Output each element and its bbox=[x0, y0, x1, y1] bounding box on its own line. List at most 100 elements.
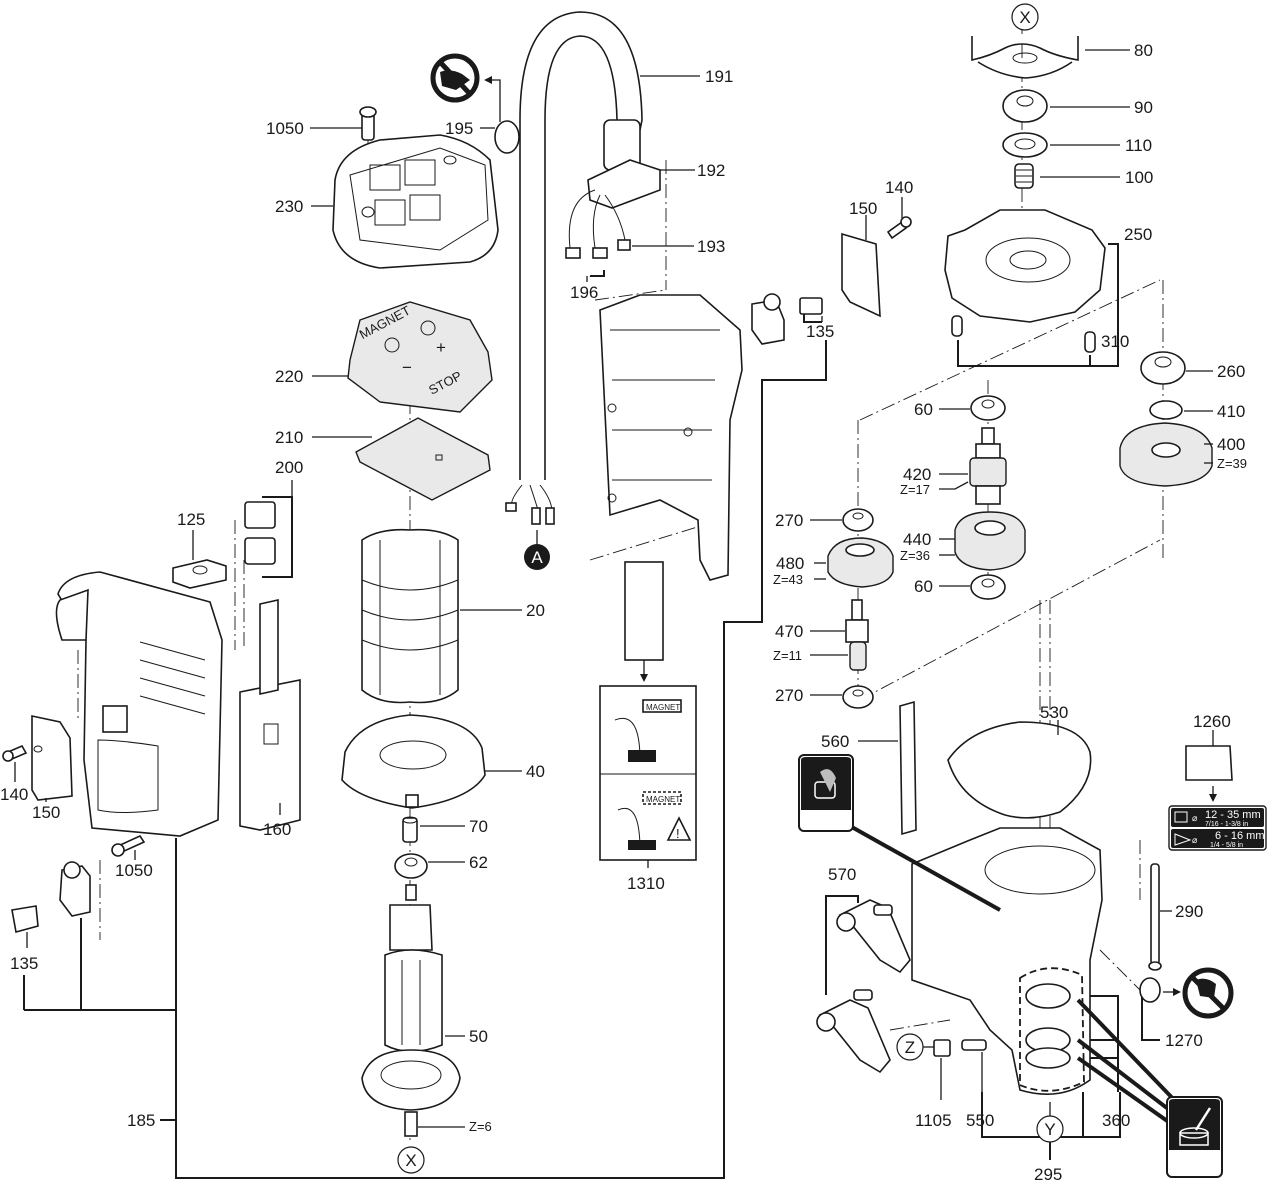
axis bbox=[594, 289, 667, 301]
callout-60-top: 60 bbox=[914, 400, 933, 419]
spec-row2-metric: 6 - 16 mm bbox=[1215, 830, 1265, 842]
spec-row2-imperial: 1/4 - 5/8 in bbox=[1210, 842, 1243, 849]
marker-a: A bbox=[524, 530, 550, 570]
part-470-pinion bbox=[845, 599, 869, 671]
part-70-bushing bbox=[402, 816, 418, 843]
bracket-135-right bbox=[803, 314, 822, 323]
part-150-brush-cap-left bbox=[31, 715, 73, 801]
part-480-gear bbox=[827, 537, 894, 588]
callout-220: 220 bbox=[275, 367, 303, 386]
part-motor-housing-left bbox=[55, 571, 223, 837]
part-230-keypad-cover bbox=[332, 134, 499, 269]
marker-y-text: Y bbox=[1044, 1120, 1055, 1139]
callout-1260: 1260 bbox=[1193, 712, 1231, 731]
grease-pot-icon bbox=[798, 754, 1001, 912]
marker-y: Y bbox=[1036, 1102, 1064, 1143]
callout-196: 196 bbox=[570, 283, 598, 302]
callout-20: 20 bbox=[526, 601, 545, 620]
part-210-circuit-board bbox=[355, 417, 491, 501]
diameter-symbol: ⌀ bbox=[1192, 835, 1198, 845]
callout-191: 191 bbox=[705, 67, 733, 86]
marker-z-text: Z bbox=[905, 1038, 915, 1057]
part-560-guide-rail bbox=[899, 700, 917, 836]
part-440-gear bbox=[954, 511, 1026, 571]
callout-270-bottom: 270 bbox=[775, 686, 803, 705]
part-60-bearing-top bbox=[970, 395, 1006, 421]
drill-capacity-spec-label: ⌀ 12 - 35 mm 7/16 - 1-3/8 in ⌀ 6 - 16 mm… bbox=[1168, 805, 1267, 851]
part-220-keypad: MAGNET + − STOP bbox=[347, 301, 493, 413]
part-135-switch-left bbox=[11, 861, 91, 934]
callout-z6: Z=6 bbox=[469, 1119, 492, 1134]
marker-x-top: X bbox=[1011, 3, 1039, 31]
callout-z43: Z=43 bbox=[773, 572, 803, 587]
callout-192: 192 bbox=[697, 161, 725, 180]
part-handle-housing bbox=[599, 294, 743, 581]
marker-x-bottom: X bbox=[397, 1146, 425, 1174]
part-140-screw-right bbox=[886, 216, 912, 240]
callout-140-right: 140 bbox=[885, 178, 913, 197]
callout-360: 360 bbox=[1102, 1111, 1130, 1130]
part-110-seal bbox=[1002, 132, 1048, 158]
callout-185: 185 bbox=[127, 1111, 155, 1130]
part-20-stator bbox=[361, 528, 459, 704]
callout-195: 195 bbox=[445, 119, 473, 138]
callout-z11: Z=11 bbox=[773, 648, 802, 663]
callout-250: 250 bbox=[1124, 225, 1152, 244]
part-410-circlip bbox=[1149, 400, 1183, 420]
part-135-switch-right bbox=[751, 293, 823, 345]
callout-410: 410 bbox=[1217, 402, 1245, 421]
callout-270-top: 270 bbox=[775, 511, 803, 530]
callout-150-right: 150 bbox=[849, 199, 877, 218]
callout-125: 125 bbox=[177, 510, 205, 529]
part-310-dowel-pins bbox=[951, 315, 1096, 353]
callout-260: 260 bbox=[1217, 362, 1245, 381]
callout-80: 80 bbox=[1134, 41, 1153, 60]
callout-400: 400 bbox=[1217, 435, 1245, 454]
callout-z17: Z=17 bbox=[900, 482, 930, 497]
callout-193: 193 bbox=[697, 237, 725, 256]
label-blank bbox=[624, 561, 664, 661]
part-160-side-panel bbox=[239, 599, 301, 831]
part-1105-cap bbox=[933, 1039, 951, 1057]
callout-z39: Z=39 bbox=[1217, 456, 1247, 471]
callout-1270: 1270 bbox=[1165, 1031, 1203, 1050]
part-1050-screw-bottom bbox=[111, 834, 146, 857]
callout-70: 70 bbox=[469, 817, 488, 836]
part-60-bearing-bottom bbox=[970, 574, 1006, 600]
warning-triangle-icon bbox=[666, 816, 692, 841]
part-193-connector bbox=[604, 194, 631, 251]
callout-470: 470 bbox=[775, 622, 803, 641]
callout-200: 200 bbox=[275, 458, 303, 477]
part-290-bolt bbox=[1148, 863, 1162, 971]
part-550-nipple bbox=[961, 1039, 987, 1051]
no-hand-contact-icon bbox=[430, 53, 480, 103]
brand-logo-icon bbox=[102, 705, 128, 733]
callout-1105: 1105 bbox=[915, 1111, 952, 1130]
part-195-o-ring bbox=[484, 76, 520, 154]
part-1260-label bbox=[1185, 745, 1233, 802]
callouts: 1050 230 195 191 192 193 196 220 210 200… bbox=[0, 41, 1247, 1182]
part-420-pinion-shaft bbox=[969, 427, 1007, 505]
warning-exclamation: ! bbox=[676, 826, 680, 841]
part-125-block bbox=[172, 559, 227, 589]
part-1270-o-ring bbox=[1139, 977, 1181, 1003]
part-62-bearing bbox=[394, 853, 428, 879]
marker-x-top-text: X bbox=[1019, 8, 1030, 27]
part-250-gearbox-cover bbox=[944, 209, 1106, 323]
part-1310-warning-label: MAGNET MAGNET ! bbox=[599, 561, 697, 861]
marker-x-bottom-text: X bbox=[405, 1151, 416, 1170]
callout-135-left: 135 bbox=[10, 954, 38, 973]
warning-magnet-text-bottom: MAGNET bbox=[646, 795, 680, 804]
callout-550: 550 bbox=[966, 1111, 994, 1130]
callout-110: 110 bbox=[1125, 136, 1152, 155]
bracket-250 bbox=[957, 243, 1119, 367]
part-90-bearing bbox=[1002, 89, 1048, 123]
keypad-plus-label: + bbox=[436, 338, 446, 357]
part-200-carbon-brushes bbox=[244, 501, 276, 565]
axis bbox=[889, 1019, 951, 1031]
axis bbox=[859, 279, 1161, 421]
core-cutter-icon bbox=[1174, 811, 1188, 823]
no-hand-disposal-icon bbox=[1182, 967, 1234, 1019]
callout-50: 50 bbox=[469, 1027, 488, 1046]
